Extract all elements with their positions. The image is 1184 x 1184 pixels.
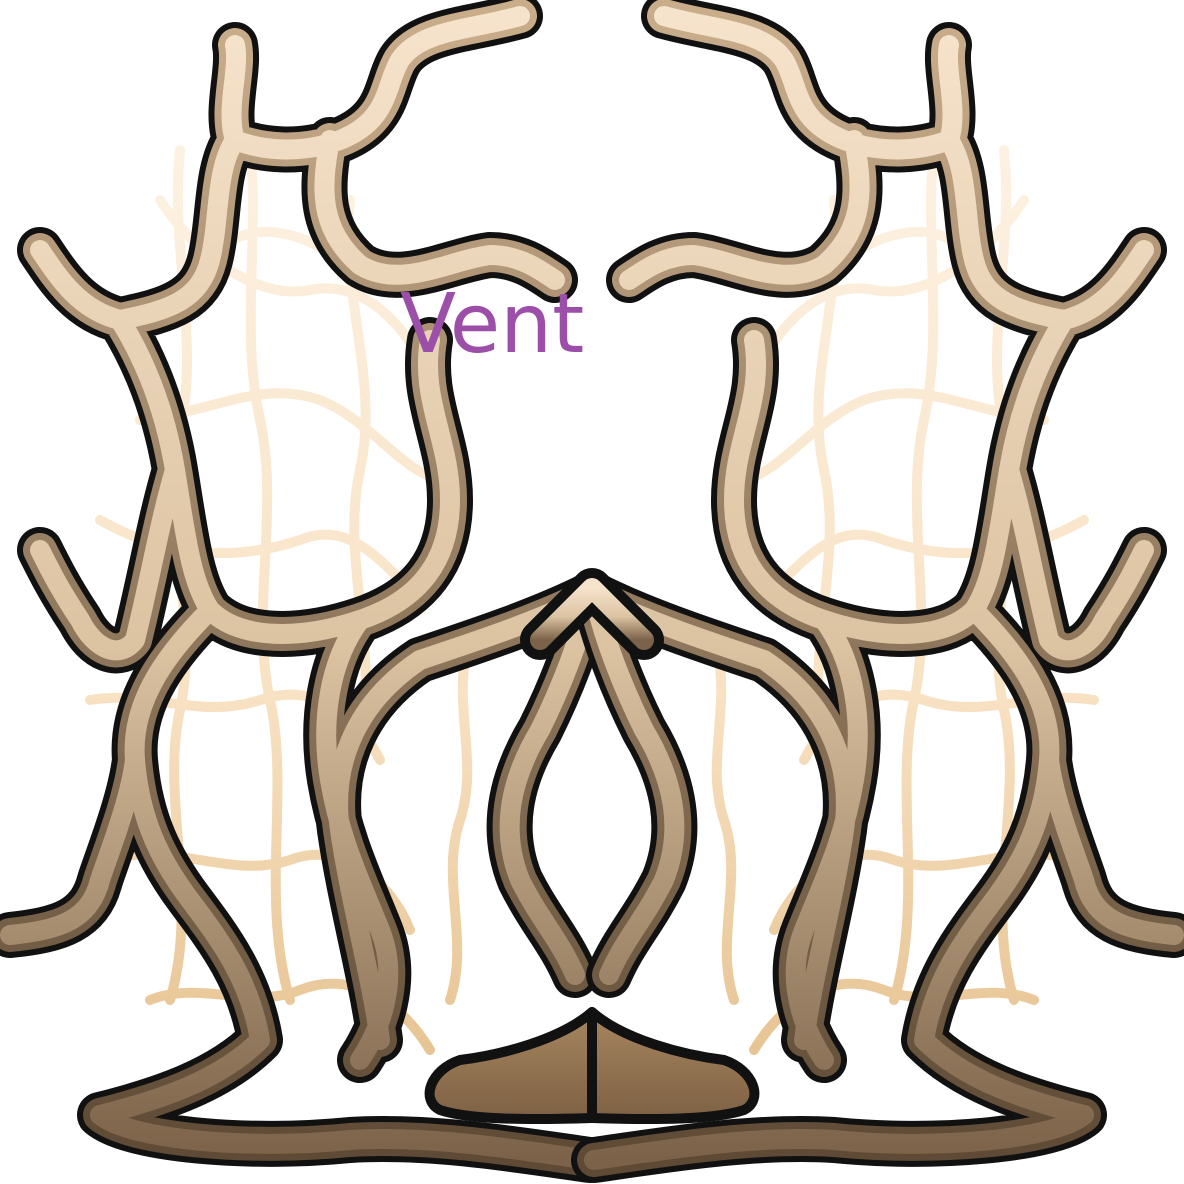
antler-center-peak	[520, 568, 664, 660]
vent-label: Vent	[400, 277, 584, 372]
antler-base	[430, 1012, 755, 1119]
